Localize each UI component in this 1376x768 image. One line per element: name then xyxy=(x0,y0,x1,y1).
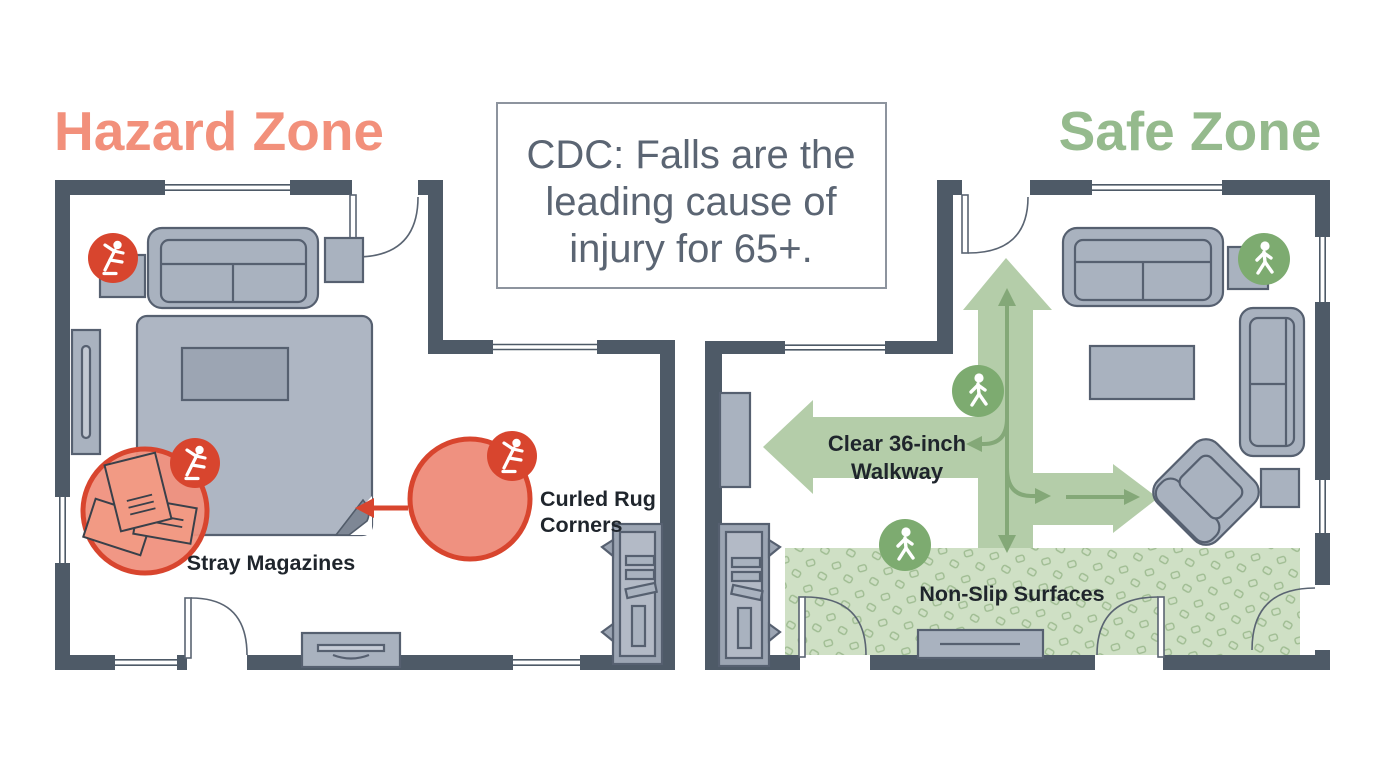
cdc-callout-line3: injury for 65+. xyxy=(569,227,812,271)
safe-zone-title: Safe Zone xyxy=(1059,100,1322,162)
cdc-callout-line2: leading cause of xyxy=(545,180,837,224)
square-table xyxy=(1259,467,1301,509)
safe-floorplan: Clear 36-inch Walkway Non-Slip Surfaces xyxy=(705,180,1330,670)
console-table xyxy=(916,628,1045,660)
bookshelf xyxy=(600,522,664,666)
bookshelf xyxy=(717,522,782,668)
sofa xyxy=(1061,226,1225,308)
walking-person-icon xyxy=(952,365,1004,417)
slip-fall-icon xyxy=(170,438,220,488)
wall-cabinet xyxy=(718,391,752,489)
walkway-guide-arrows xyxy=(966,288,1140,553)
walkway-arrow-left xyxy=(763,400,1006,494)
safe-annotations: Clear 36-inch Walkway Non-Slip Surfaces xyxy=(828,233,1290,606)
stray-magazines-callout xyxy=(80,438,220,576)
walking-person-icon xyxy=(879,519,931,571)
stray-magazines-label: Stray Magazines xyxy=(187,551,356,575)
safe-furniture xyxy=(717,226,1306,668)
walking-person-icon xyxy=(1238,233,1290,285)
hazard-furniture xyxy=(70,226,664,669)
coffee-table xyxy=(180,346,290,402)
tv-console xyxy=(300,631,402,669)
sofa xyxy=(146,226,320,310)
walkway-label-line2: Walkway xyxy=(851,459,944,484)
armchair-angled xyxy=(1152,438,1260,546)
slip-fall-icon xyxy=(487,431,537,481)
nonslip-label: Non-Slip Surfaces xyxy=(919,582,1104,606)
hazard-annotations: Stray Magazines Curled Rug Corners xyxy=(80,233,656,576)
safe-windows xyxy=(785,180,1330,533)
safe-doors xyxy=(798,194,1316,658)
hazard-zone-title: Hazard Zone xyxy=(54,100,384,162)
hazard-windows xyxy=(55,180,597,670)
side-table xyxy=(323,236,365,284)
loveseat-vertical xyxy=(1238,306,1306,458)
wall-cabinet xyxy=(70,328,102,456)
hazard-floorplan: Stray Magazines Curled Rug Corners xyxy=(55,180,675,670)
curled-rug-label-line2: Corners xyxy=(540,513,622,537)
hazard-pointer-arrow xyxy=(355,498,408,518)
walkway-label-line1: Clear 36-inch xyxy=(828,431,966,456)
cdc-callout-line1: CDC: Falls are the xyxy=(527,133,856,177)
cdc-callout-box: CDC: Falls are the leading cause of inju… xyxy=(496,102,887,289)
coffee-table xyxy=(1088,344,1196,401)
curled-rug-callout xyxy=(355,431,537,562)
hazard-doors xyxy=(184,194,419,659)
curled-rug-label-line1: Curled Rug xyxy=(540,487,656,511)
slip-fall-icon xyxy=(88,233,138,283)
